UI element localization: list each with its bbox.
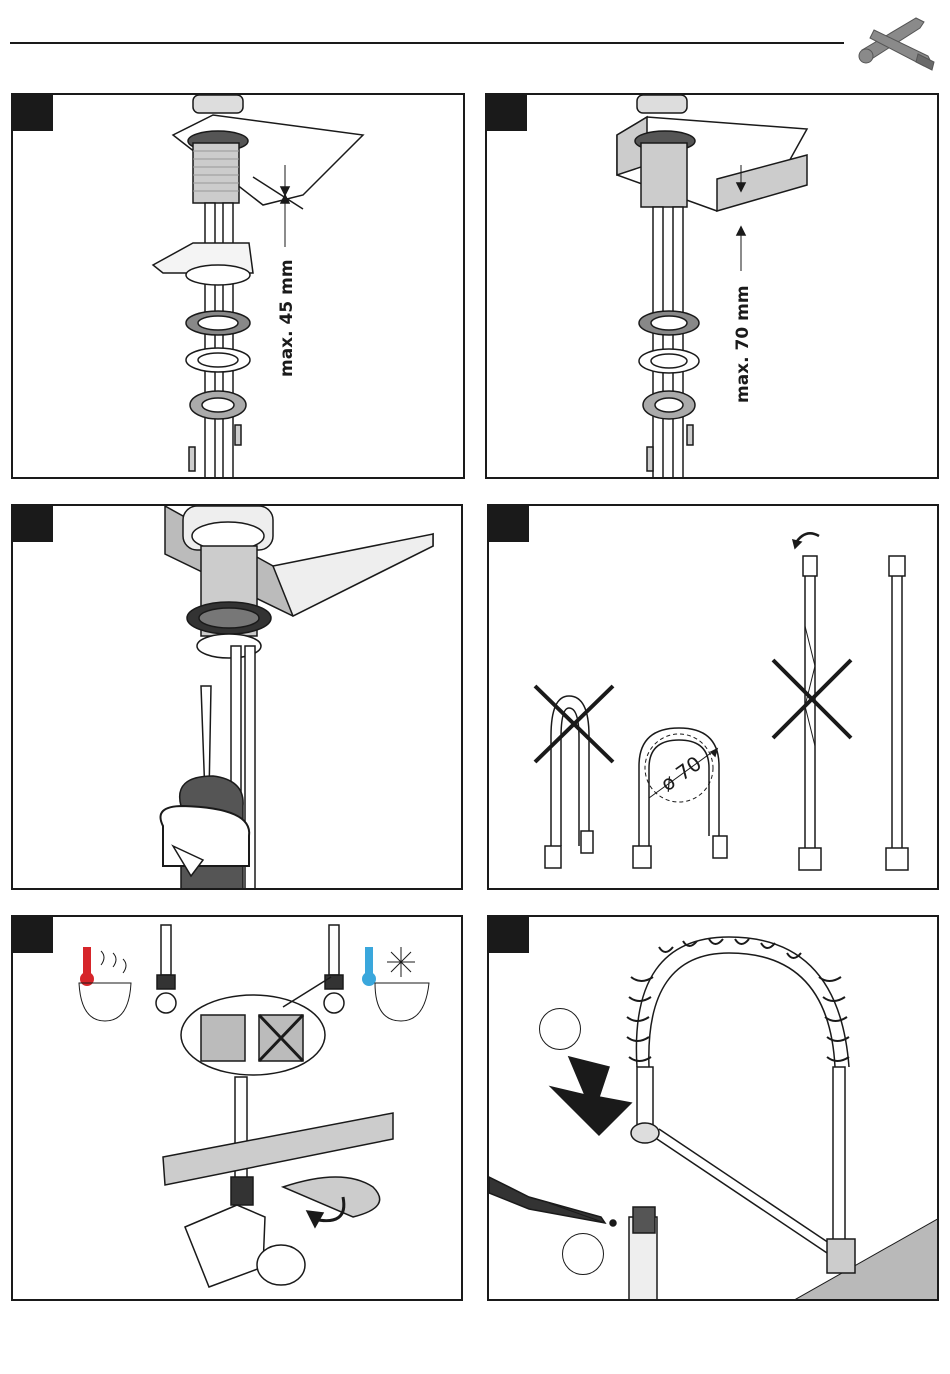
spring-hose-installation-illustration (489, 917, 939, 1301)
screwdriver-tightening-illustration (13, 506, 463, 890)
dimension-label: max. 70 mm (733, 285, 753, 403)
step-panel-3 (11, 504, 463, 890)
faucet-mounting-45mm-illustration (13, 95, 465, 479)
diameter-symbol: ø 70 (656, 751, 706, 796)
faucet-mounting-70mm-illustration (487, 95, 939, 479)
step-panel-2: max. 70 mm (485, 93, 939, 479)
cold-water-icon (362, 947, 429, 1021)
hose-connection-illustration (13, 917, 463, 1301)
step-panel-5 (11, 915, 463, 1301)
step-panel-4: ø 70 (487, 504, 939, 890)
step-panel-1: max. 45 mm (11, 93, 465, 479)
wrench-screwdriver-icon (858, 12, 938, 74)
marker-circle-b (562, 1233, 604, 1275)
hose-bending-radius-illustration: ø 70 (489, 506, 939, 890)
marker-circle-a (539, 1008, 581, 1050)
step-panel-6 (487, 915, 939, 1301)
header-rule (10, 42, 844, 44)
hot-water-icon (79, 947, 131, 1021)
dimension-label: max. 45 mm (277, 259, 297, 377)
